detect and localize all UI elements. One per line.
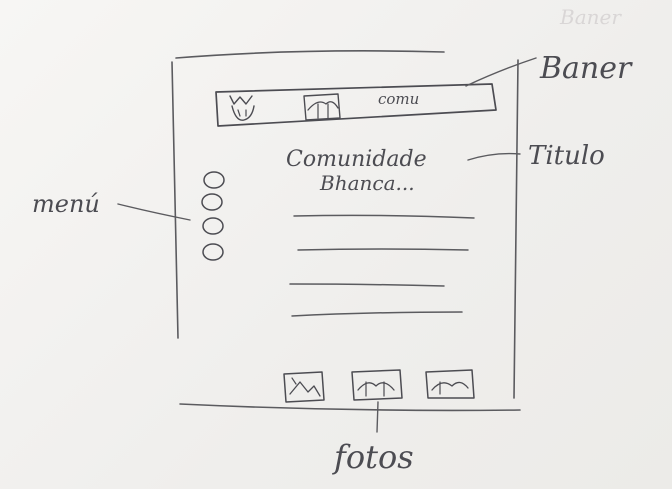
banner-annotation: Baner [466,51,633,86]
photo-thumbnail[interactable] [426,370,474,398]
banner-text: comu [378,90,419,108]
banner: comu [216,84,496,126]
photo-gallery [284,370,474,402]
menu-item[interactable] [204,172,224,188]
title-line-2: Bhanca... [319,171,415,195]
banner-image-icon [304,94,340,120]
menu-item[interactable] [203,244,223,260]
logo-icon [230,96,254,120]
photo-thumbnail[interactable] [352,370,402,400]
photos-annotation: fotos [332,402,414,476]
side-menu [202,172,224,260]
text-line [294,215,474,218]
menu-annotation: menú [32,190,190,220]
text-line [290,284,444,286]
page-title: Comunidade Bhanca... [286,147,427,195]
menu-label: menú [32,190,100,218]
title-annotation: Titulo [468,141,605,171]
photos-label: fotos [332,438,414,476]
photo-thumbnail[interactable] [284,372,324,402]
banner-label: Baner [539,51,633,86]
body-text-lines [290,215,474,316]
menu-item[interactable] [202,194,222,210]
title-line-1: Comunidade [286,147,427,172]
banner-label-faint: Baner [559,5,622,29]
title-label: Titulo [528,141,605,171]
text-line [298,249,468,250]
menu-item[interactable] [203,218,223,234]
text-line [292,312,462,316]
device-frame [172,51,520,411]
